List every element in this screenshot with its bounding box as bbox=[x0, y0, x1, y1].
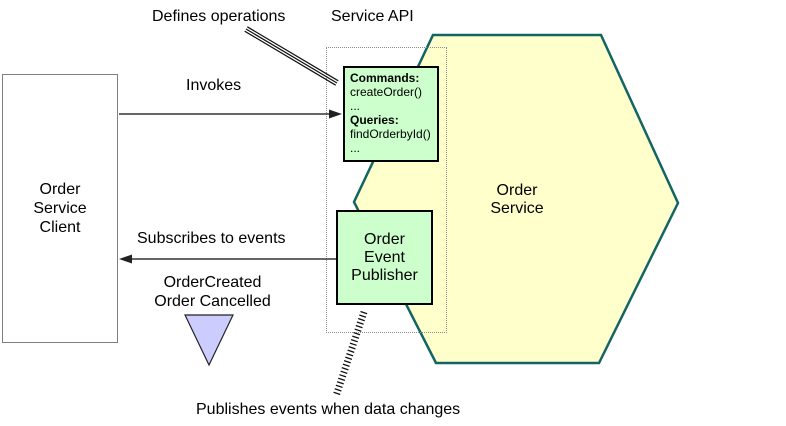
defines-operations-label: Defines operations bbox=[152, 8, 286, 25]
order-service-client-box: Order Service Client bbox=[2, 74, 118, 343]
queries-item: findOrderbyId() bbox=[350, 127, 431, 141]
service-api-label: Service API bbox=[331, 8, 414, 25]
commands-ellipsis: ... bbox=[350, 99, 361, 113]
event-message-triangle bbox=[184, 314, 234, 367]
defines-operations-connector bbox=[244, 26, 339, 86]
order-service-label: Order Service bbox=[490, 182, 544, 217]
invokes-arrow bbox=[119, 109, 342, 119]
queries-title: Queries: bbox=[350, 113, 399, 127]
subscribes-arrow bbox=[119, 254, 336, 264]
commands-title: Commands: bbox=[350, 71, 420, 85]
invokes-label: Invokes bbox=[186, 77, 242, 94]
order-service-client-label: Order Service Client bbox=[33, 181, 87, 236]
subscribes-arrowhead bbox=[119, 254, 132, 264]
api-operations-box: Commands: createOrder() ... Queries: fin… bbox=[343, 66, 439, 162]
queries-ellipsis: ... bbox=[350, 141, 361, 155]
publishes-events-label: Publishes events when data changes bbox=[196, 401, 461, 418]
order-event-publisher-label: Order Event Publisher bbox=[351, 230, 418, 284]
commands-item: createOrder() bbox=[350, 85, 423, 99]
order-event-publisher-box: Order Event Publisher bbox=[336, 210, 433, 305]
event-names-label: OrderCreated Order Cancelled bbox=[154, 274, 271, 310]
subscribes-to-events-label: Subscribes to events bbox=[137, 230, 286, 247]
